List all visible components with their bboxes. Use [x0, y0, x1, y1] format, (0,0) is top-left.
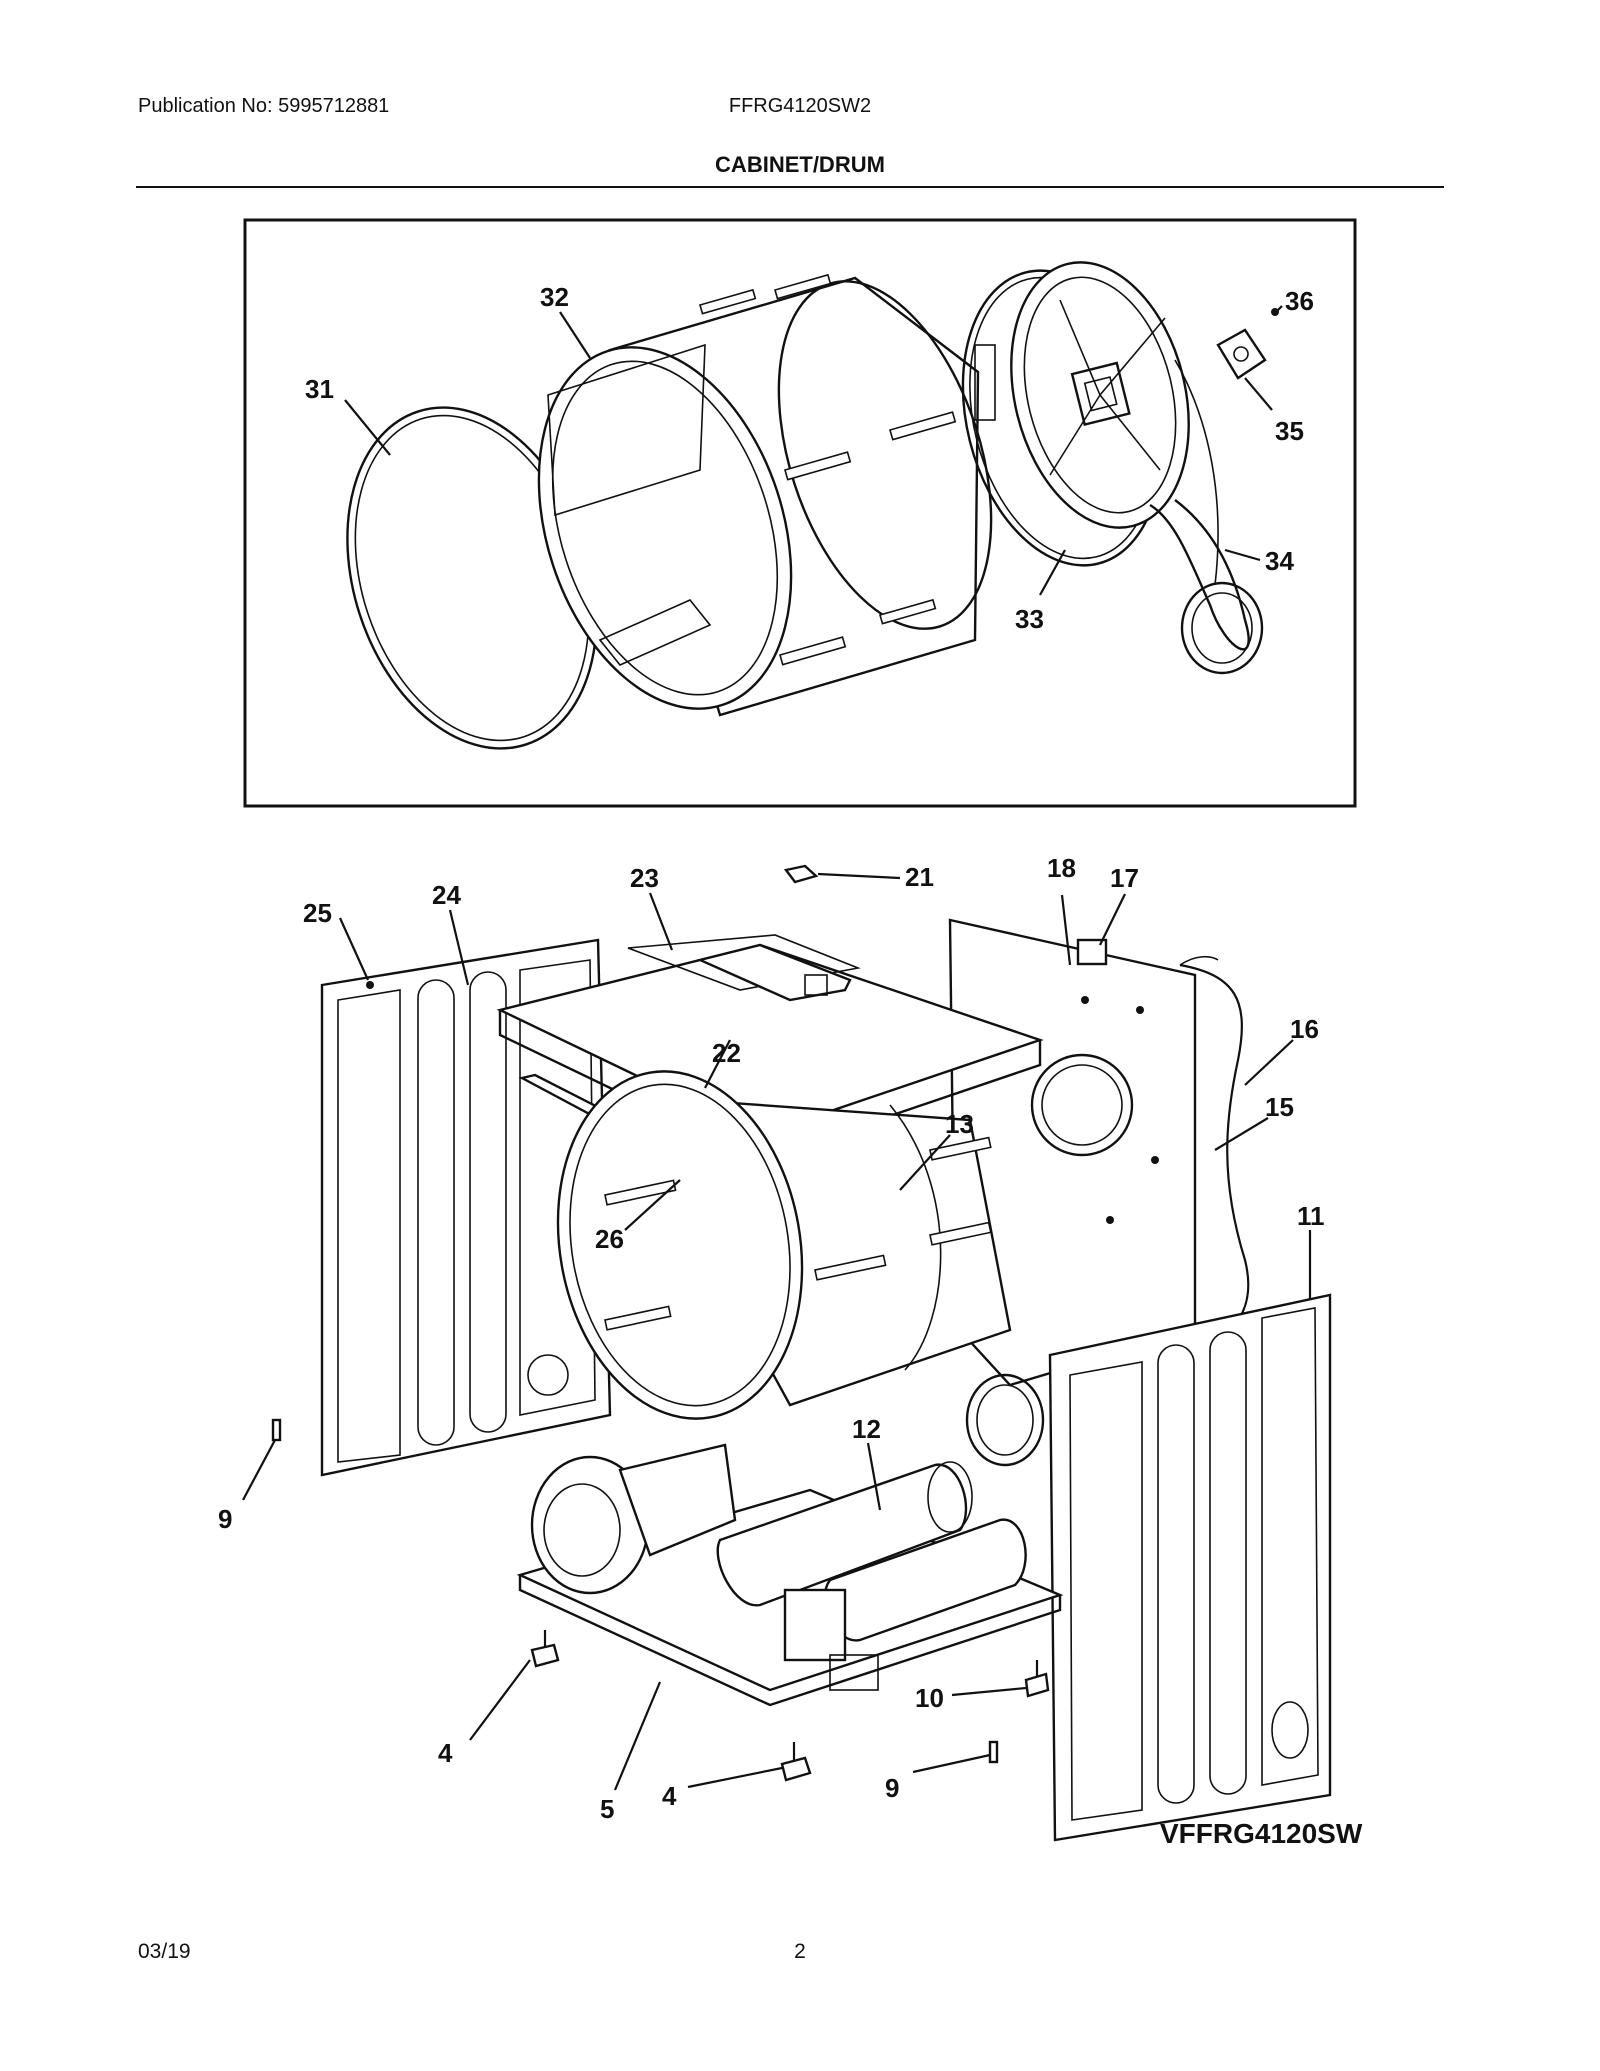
callout-18: 18: [1047, 853, 1076, 883]
callout-26: 26: [595, 1224, 624, 1254]
rear-leg: [1024, 1660, 1050, 1698]
callout-36: 36: [1285, 286, 1314, 316]
leveling-leg-front: [780, 1742, 812, 1782]
section-title: CABINET/DRUM: [715, 152, 885, 177]
callout-31: 31: [305, 374, 334, 404]
callout-11: 11: [1297, 1201, 1325, 1231]
right-side-panel: [1048, 1293, 1332, 1842]
callout-35: 35: [1275, 416, 1304, 446]
publication-number: Publication No: 5995712881: [138, 95, 390, 117]
callout-32: 32: [540, 282, 569, 312]
callout-4-left: 4: [438, 1738, 453, 1768]
rear-bulkhead: [974, 261, 1190, 529]
callout-5: 5: [600, 1794, 614, 1824]
callout-9-right: 9: [885, 1773, 899, 1803]
callout-10: 10: [915, 1683, 944, 1713]
callout-4-front: 4: [662, 1781, 677, 1811]
callout-23: 23: [630, 863, 659, 893]
callout-16: 16: [1290, 1014, 1319, 1044]
callout-15: 15: [1265, 1092, 1294, 1122]
callout-12: 12: [852, 1414, 881, 1444]
callout-34: 34: [1265, 546, 1294, 576]
callout-17: 17: [1110, 863, 1139, 893]
bearing-bracket: [1216, 328, 1267, 380]
panel-clip-right: [988, 1740, 999, 1764]
header-rule: [136, 186, 1444, 188]
page-number: 2: [794, 1940, 806, 1963]
callout-33: 33: [1015, 604, 1044, 634]
callout-13: 13: [945, 1109, 974, 1139]
callout-25: 25: [303, 898, 332, 928]
drum: [537, 273, 993, 717]
callout-22: 22: [712, 1038, 741, 1068]
cabinet-screw: [366, 981, 374, 989]
footer-date: 03/19: [138, 1940, 191, 1963]
callout-21: 21: [905, 862, 934, 892]
model-number: FFRG4120SW2: [728, 95, 872, 117]
heater-assembly: [530, 1443, 1027, 1691]
callout-24: 24: [432, 880, 461, 910]
panel-clip-left: [271, 1418, 282, 1442]
top-clip: [783, 864, 819, 884]
top-hinge-bracket: [696, 943, 852, 1002]
model-tag: VFFRG4120SW: [1160, 1818, 1363, 1849]
drive-belt: [1149, 359, 1264, 675]
leveling-leg-left: [530, 1630, 560, 1668]
callout-9-left: 9: [218, 1504, 232, 1534]
wire-harness: [1179, 955, 1250, 1331]
left-side-panel: [320, 938, 612, 1477]
cabinet-drum: [556, 1070, 1012, 1420]
drum-detail-frame: [243, 218, 1357, 808]
